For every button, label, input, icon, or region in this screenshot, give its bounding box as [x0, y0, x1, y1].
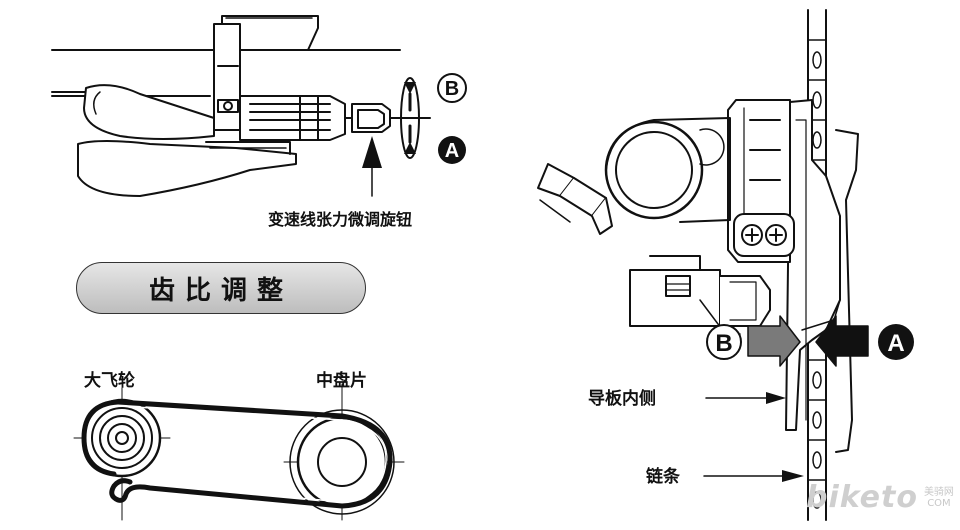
front-derailleur-illustration — [537, 9, 869, 521]
watermark-site-cn: 美骑网 — [923, 486, 954, 498]
shifter-illustration — [51, 15, 431, 197]
derailleur-callout-b: B — [706, 324, 742, 360]
inner-cage-plate-label: 导板内侧 — [588, 389, 656, 409]
middle-ring-label: 中盘片 — [316, 371, 367, 391]
svg-text:A: A — [445, 140, 459, 162]
chain-line-illustration — [73, 383, 405, 521]
watermark-logo: biketo — [806, 480, 918, 515]
shifter-callout-b: B — [437, 73, 467, 103]
big-cog-label: 大飞轮 — [84, 371, 135, 391]
watermark: biketo 美骑网 COM — [806, 480, 954, 515]
shifter-callout-a: A — [438, 136, 466, 164]
section-title: 齿比调整 — [148, 275, 293, 306]
chain-label: 链条 — [646, 467, 680, 487]
section-title-pill: 齿比调整 — [76, 262, 366, 314]
derailleur-callout-a: A — [878, 324, 914, 360]
svg-text:B: B — [715, 330, 732, 357]
svg-text:B: B — [445, 78, 459, 100]
svg-text:A: A — [887, 330, 904, 357]
watermark-site: 美骑网 COM — [924, 487, 954, 509]
barrel-adjuster-label: 变速线张力微调旋钮 — [268, 210, 413, 229]
watermark-site-en: COM — [927, 497, 951, 509]
